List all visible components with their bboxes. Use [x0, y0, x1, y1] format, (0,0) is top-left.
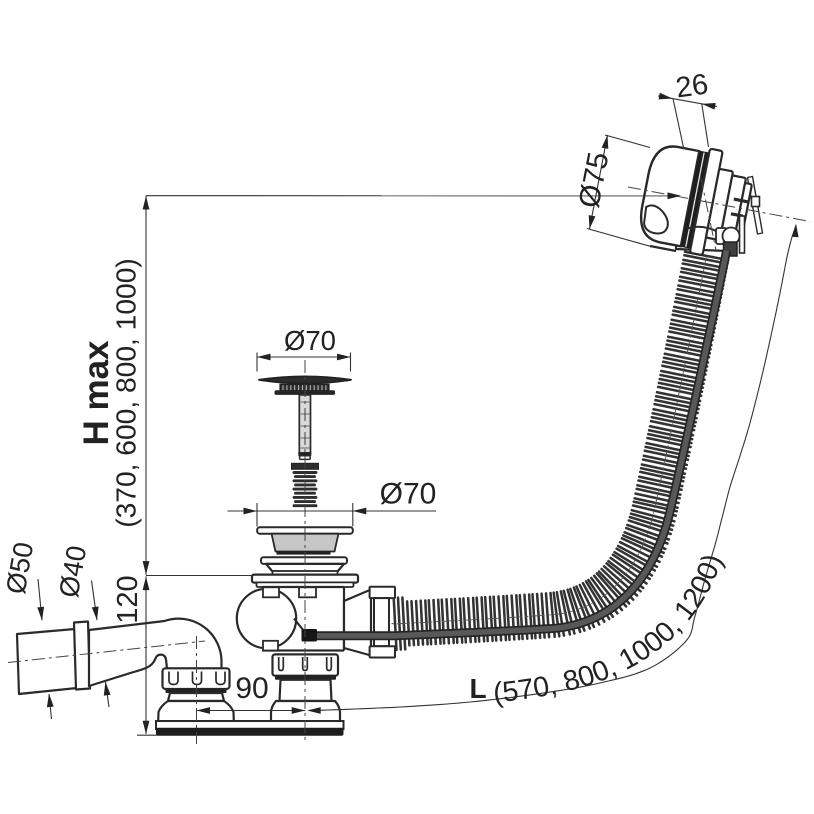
svg-text:(370, 600, 800, 1000): (370, 600, 800, 1000): [110, 258, 142, 528]
svg-text:Ø70: Ø70: [380, 478, 437, 511]
svg-text:H max: H max: [77, 340, 116, 446]
svg-text:26: 26: [674, 68, 710, 104]
svg-text:120: 120: [112, 575, 144, 623]
svg-text:Ø70: Ø70: [284, 325, 336, 356]
svg-text:90: 90: [235, 672, 268, 705]
svg-text:L: L: [469, 673, 486, 704]
